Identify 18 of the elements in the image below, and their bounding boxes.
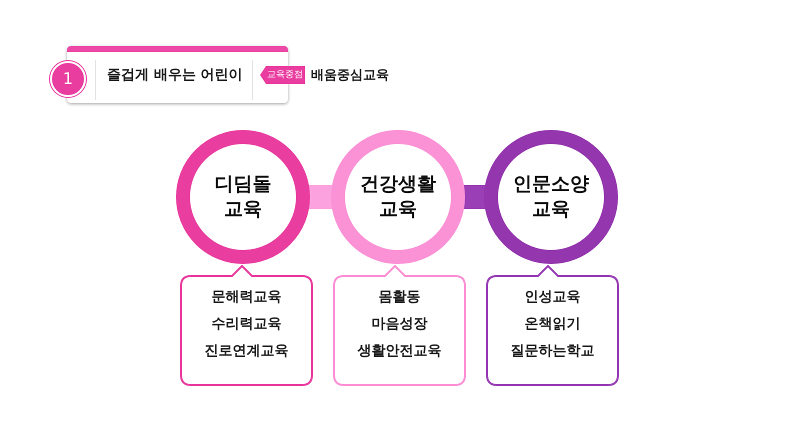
header-title: 즐겁게 배우는 어린이 <box>107 66 243 85</box>
tag-label: 교육중점 <box>260 66 305 84</box>
item-text: 질문하는학교 <box>510 342 594 361</box>
item-text: 온책읽기 <box>524 315 580 334</box>
callout-box <box>180 265 313 386</box>
callout-box <box>486 265 619 386</box>
item-text: 마음성장 <box>372 315 428 334</box>
circle-title: 인문소양 교육 <box>512 172 590 222</box>
callout-box <box>333 265 466 386</box>
circle-title: 디딤돌 교육 <box>214 172 272 222</box>
item-text: 몸활동 <box>378 288 420 307</box>
item-text: 문해력교육 <box>212 288 282 307</box>
item-text: 인성교육 <box>524 288 580 307</box>
focus-text: 배움중심교육 <box>311 67 389 85</box>
circle-title: 건강생활 교육 <box>359 172 437 222</box>
item-text: 수리력교육 <box>212 315 282 334</box>
item-text: 진로연계교육 <box>204 342 288 361</box>
item-text: 생활안전교육 <box>358 342 442 361</box>
